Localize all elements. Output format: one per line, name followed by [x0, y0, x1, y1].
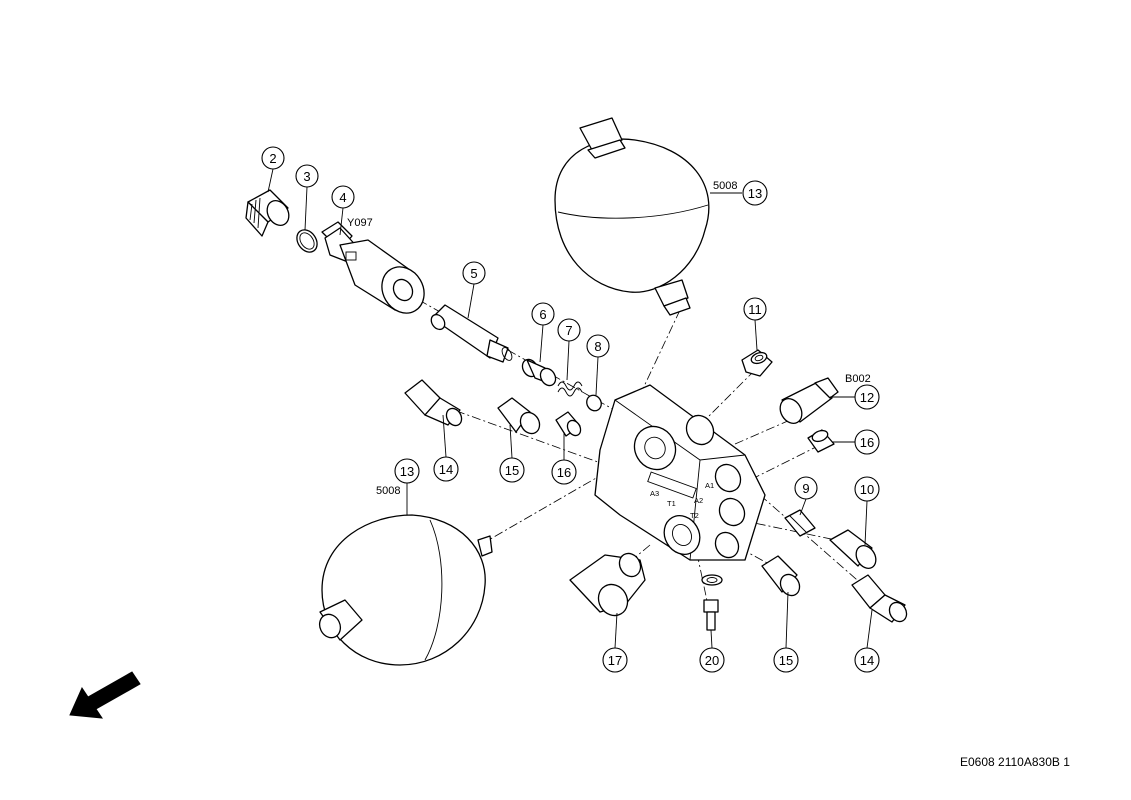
port-label-a2: A2: [694, 496, 703, 505]
adapter-right-part: [761, 555, 801, 597]
port-label-t1: T1: [667, 499, 676, 508]
spring-part: [557, 381, 583, 397]
washer-part: [701, 574, 723, 586]
callout-3: 3: [295, 164, 319, 188]
callout-15-right: 15: [773, 647, 799, 673]
callout-13-bottom: 13: [394, 458, 420, 484]
callout-8: 8: [586, 334, 610, 358]
accumulator-top-part: [554, 117, 710, 316]
callout-10-label: 10: [860, 482, 874, 497]
callout-9-label: 9: [802, 481, 809, 496]
callout-14-right: 14: [854, 647, 880, 673]
callout-5: 5: [462, 261, 486, 285]
callout-10: 10: [854, 476, 880, 502]
callout-14-right-label: 14: [860, 653, 874, 668]
callout-14-left: 14: [433, 456, 459, 482]
callout-15-right-label: 15: [779, 653, 793, 668]
callout-11-label: 11: [748, 302, 762, 317]
callout-9: 9: [794, 476, 818, 500]
drawing-id: E0608 2110A830B 1: [960, 755, 1070, 769]
accumulator-top-code: 5008: [713, 180, 737, 192]
solenoid-coil-part: [321, 221, 425, 314]
callout-12: 12: [854, 384, 880, 410]
screw-part: [784, 509, 816, 537]
callout-7: 7: [557, 318, 581, 342]
sleeve-part: [521, 358, 557, 387]
callout-4-label: 4: [339, 190, 346, 205]
ball-seal-part: [586, 394, 602, 412]
bolt-part: [703, 599, 719, 631]
callout-15-left: 15: [499, 457, 525, 483]
plug-right-part: [807, 429, 835, 453]
fitting-left-part: [404, 379, 463, 427]
leader-lines: [267, 168, 873, 649]
callout-13-bottom-label: 13: [400, 464, 414, 479]
callout-6-label: 6: [539, 307, 546, 322]
callout-14-left-label: 14: [439, 462, 453, 477]
plug-part: [741, 349, 773, 377]
callout-2-label: 2: [269, 151, 276, 166]
accumulator-bottom-part: [318, 514, 493, 666]
pressure-switch-code: B002: [845, 373, 871, 385]
port-label-t2: T2: [690, 511, 699, 520]
callout-8-label: 8: [594, 339, 601, 354]
callout-3-label: 3: [303, 169, 310, 184]
callout-20: 20: [699, 647, 725, 673]
port-label-a1: A1: [705, 481, 714, 490]
callout-16-right: 16: [854, 429, 880, 455]
o-ring-part: [296, 229, 318, 253]
callout-6: 6: [531, 302, 555, 326]
callout-11: 11: [743, 297, 767, 321]
callout-4: 4: [331, 185, 355, 209]
adapter-left-part: [497, 397, 541, 435]
elbow-fitting-part: [569, 552, 646, 617]
callout-15-left-label: 15: [505, 463, 519, 478]
callout-13-top-label: 13: [748, 186, 762, 201]
plug-left-part: [555, 411, 582, 437]
callout-2: 2: [261, 146, 285, 170]
knurled-nut-part: [245, 189, 290, 237]
callout-16-left: 16: [551, 459, 577, 485]
port-label-a3: A3: [650, 489, 659, 498]
callout-16-right-label: 16: [860, 435, 874, 450]
callout-12-label: 12: [860, 390, 874, 405]
check-valve-part: [829, 529, 877, 569]
valve-block-part: A1 A2 T2 A3 T1: [594, 384, 766, 561]
callout-7-label: 7: [565, 323, 572, 338]
callout-17: 17: [602, 647, 628, 673]
solenoid-code: Y097: [347, 217, 373, 229]
callout-16-left-label: 16: [557, 465, 571, 480]
pressure-switch-part: [779, 377, 839, 424]
fitting-right-part: [851, 574, 908, 623]
callout-5-label: 5: [470, 266, 477, 281]
callout-17-label: 17: [608, 653, 622, 668]
valve-cartridge-part: [430, 304, 513, 363]
callout-13-top: 13: [742, 180, 768, 206]
accumulator-bottom-code: 5008: [376, 485, 400, 497]
callout-20-label: 20: [705, 653, 719, 668]
direction-arrow-icon: [69, 671, 141, 719]
